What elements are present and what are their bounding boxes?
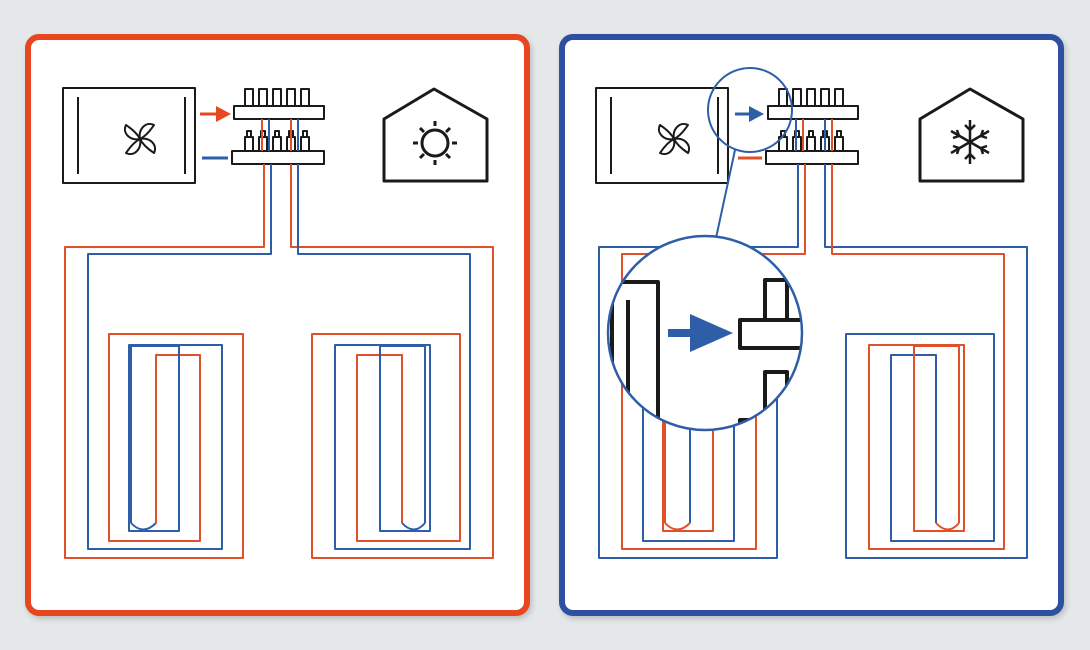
- manifold-risers-cooling: [795, 119, 833, 151]
- fan-icon: [658, 123, 690, 155]
- return-manifold-cooling: [765, 130, 859, 165]
- heat-pump-unit-cooling: [595, 87, 729, 184]
- arrow-right-icon: [735, 106, 764, 122]
- cooling-diagram: [595, 67, 1028, 559]
- heating-supply-pipe: [64, 164, 494, 559]
- heating-return-pipe: [87, 164, 471, 550]
- heat-pump-unit: [62, 87, 196, 184]
- house-snowflake-icon: [918, 87, 1025, 183]
- fan-icon: [124, 123, 156, 155]
- house-sun-icon: [382, 87, 489, 183]
- return-manifold: [231, 130, 325, 165]
- supply-manifold-cooling: [767, 88, 859, 120]
- manifold-risers: [261, 119, 299, 151]
- supply-manifold: [233, 88, 325, 120]
- heating-diagram: [62, 87, 494, 559]
- arrow-right-icon: [200, 106, 231, 122]
- arrow-right-icon: [668, 314, 733, 352]
